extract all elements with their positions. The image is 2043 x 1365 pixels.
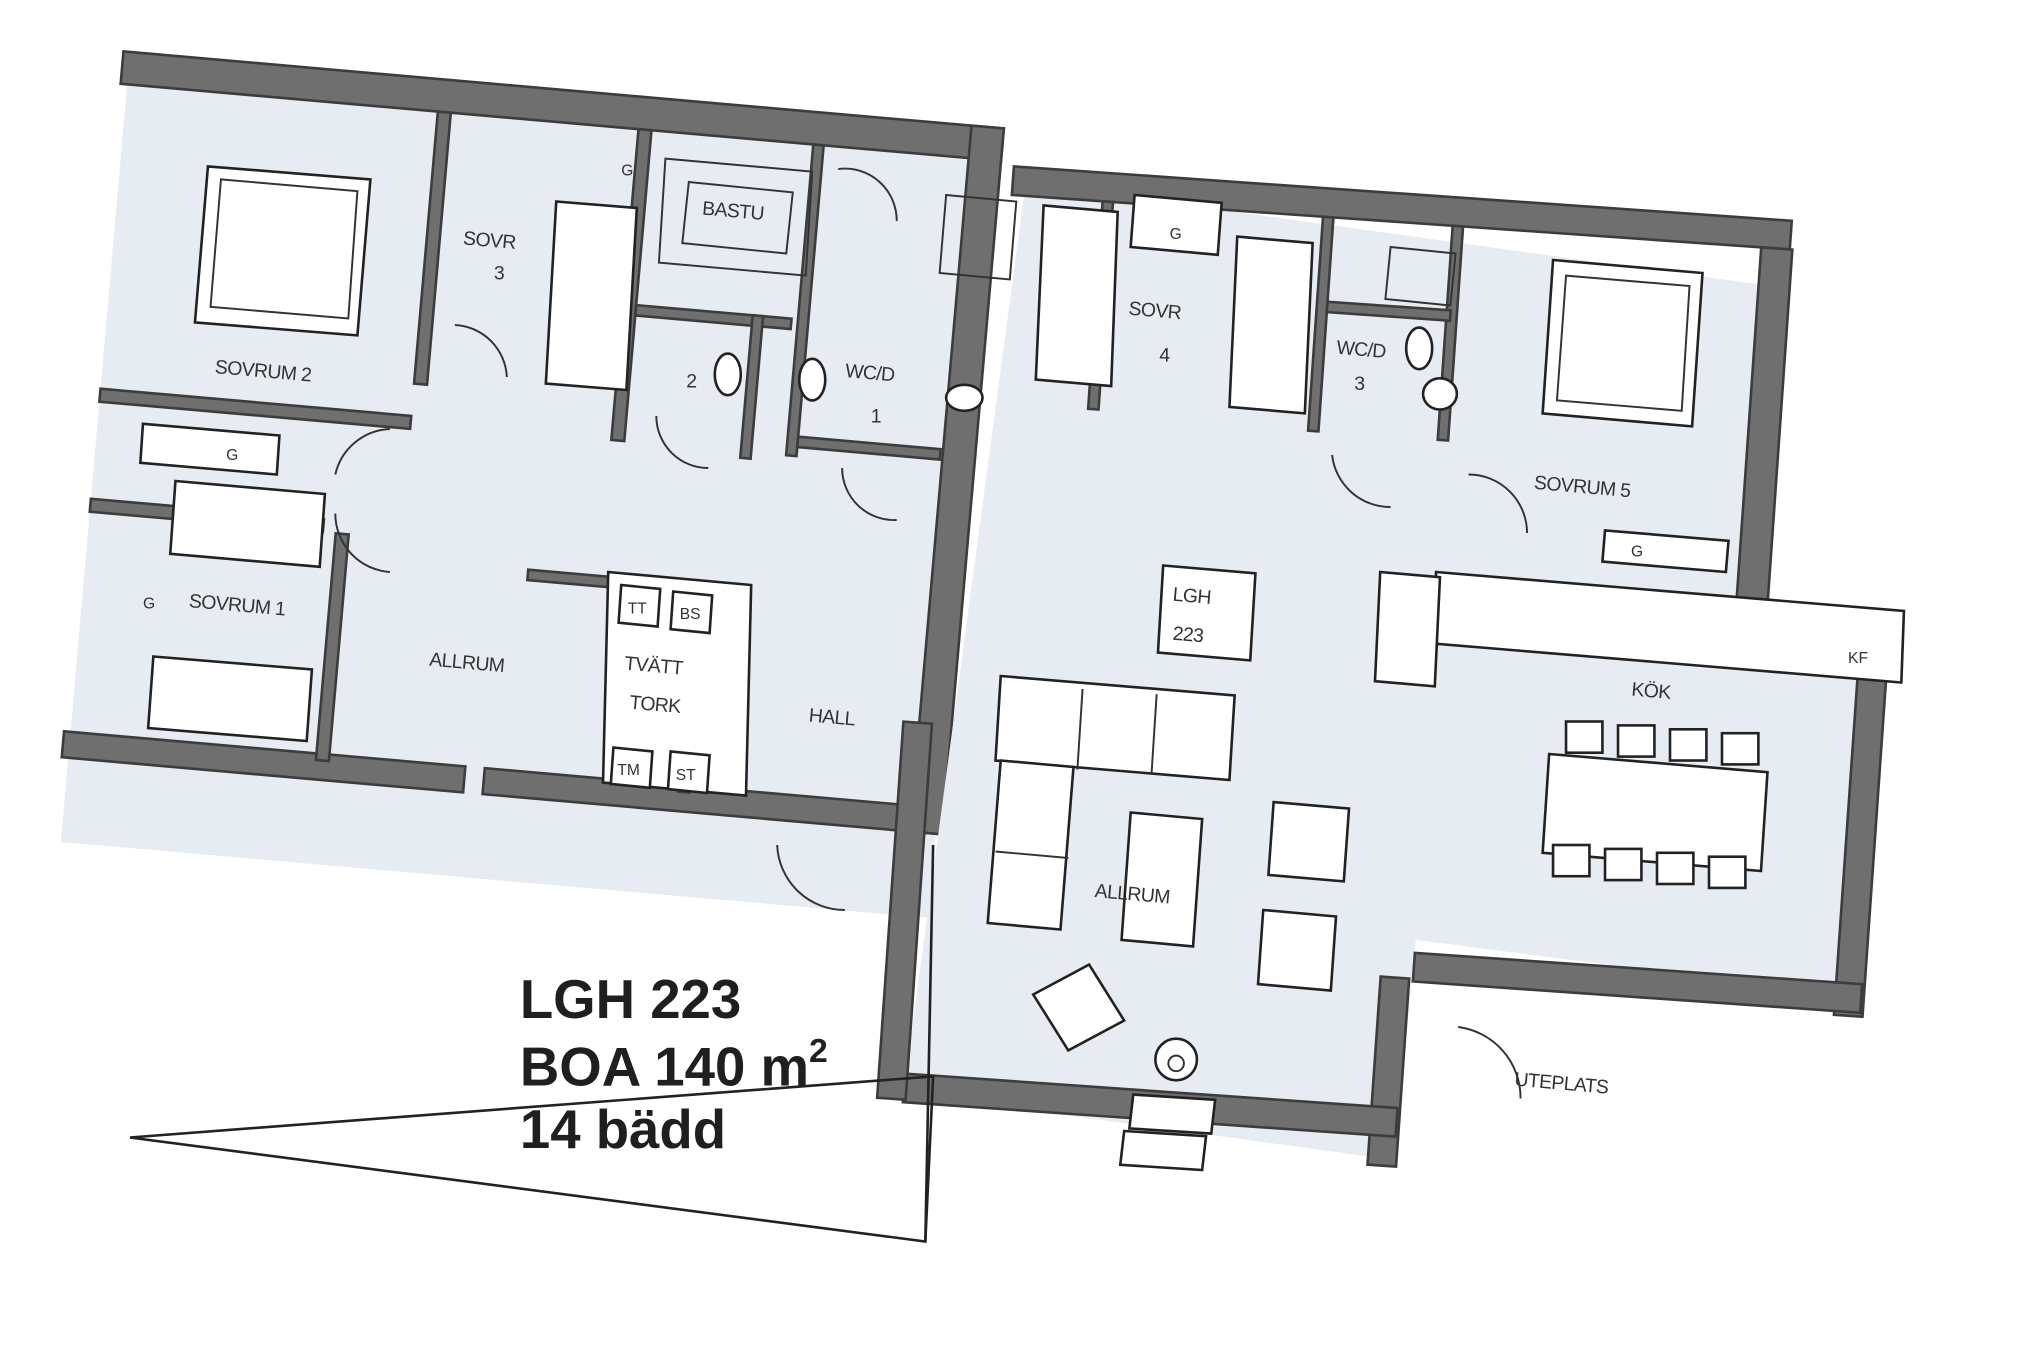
label-sovrum-4-num: 4 [1159,344,1170,366]
label-tt: TT [628,601,648,618]
label-tvatt: TVÄTT [623,653,684,680]
label-g: G [1170,226,1182,243]
label-sovrum-3: SOVR [462,227,517,254]
label-bastu: BASTU [701,198,764,225]
label-bs: BS [680,606,701,623]
label-g: G [226,447,238,464]
label-uteplats: UTEPLATS [1514,1069,1610,1099]
furniture [138,157,1906,1172]
label-kok: KÖK [1631,679,1673,704]
label-hall: HALL [808,705,857,731]
label-tm: TM [617,762,639,779]
label-wcd-1: WC/D [844,360,896,386]
label-g: G [143,595,155,612]
label-wc-2: 2 [686,370,696,392]
label-lgh: LGH [1172,584,1212,609]
label-st: ST [676,767,696,784]
label-g: G [621,162,633,179]
label-sovrum-4: SOVR [1128,298,1183,325]
label-wcd-3: WC/D [1336,337,1388,363]
label-wcd-1-num: 1 [871,405,881,427]
apartment-beds: 14 bädd [520,1099,726,1160]
label-wcd-3-num: 3 [1354,373,1364,395]
label-g: G [1631,543,1643,560]
fixture-labels: G G G G G TT BS TM ST KF [143,162,1868,784]
apartment-id: LGH 223 [520,969,741,1030]
apartment-summary: LGH 223 BOA 140 m2 14 bädd [520,969,828,1160]
door-swings [334,167,1529,1099]
label-sovrum-3-num: 3 [494,262,504,284]
label-tork: TORK [629,692,683,718]
label-kf: KF [1848,650,1868,667]
apartment-area: BOA 140 m2 [520,1032,828,1097]
terrace-outline [129,1074,935,1243]
label-lgh-num: 223 [1172,623,1204,648]
